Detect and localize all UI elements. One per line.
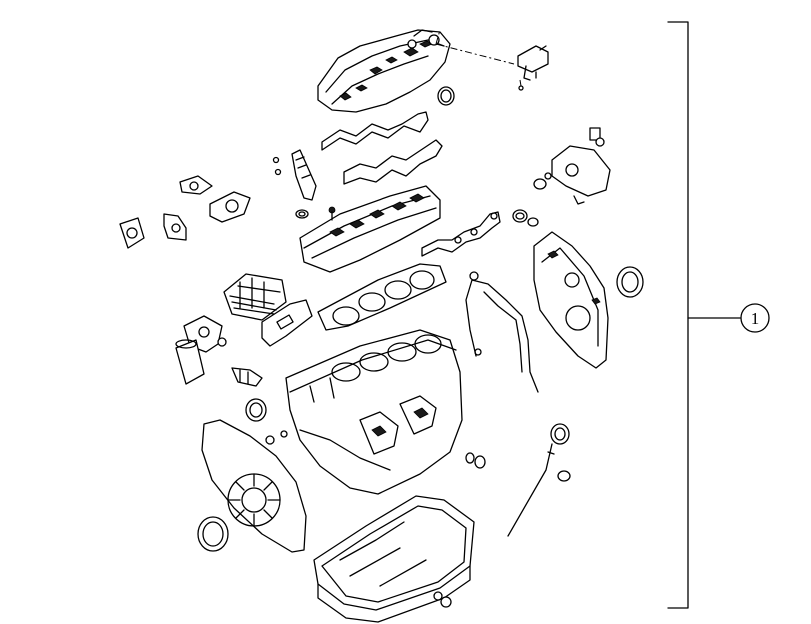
callout-number: 1 [751,309,760,328]
oil-pan [313,495,475,623]
crankshaft-rear-seal [197,516,229,552]
core-plug [245,398,267,422]
oil-pan-drain-plug [433,591,452,608]
turbo-gasket [119,217,145,249]
spark-plug-tube-gasket [343,139,443,185]
callout-circle [740,303,770,333]
egr-gasket [209,191,251,223]
cylinder-head-cover [317,29,451,113]
leader-line [435,29,522,87]
oil-filter [175,339,205,385]
camshaft-sensor [517,45,549,91]
thermostat-housing [533,127,611,205]
drain-plug [465,452,486,469]
oil-cooler-gasket [261,299,313,347]
crankshaft-front-seal [616,266,644,298]
kit-bracket [667,21,689,609]
fuel-injector [272,149,317,219]
timing-cover-gasket [465,279,539,393]
oil-cooler [223,273,287,321]
throttle-seal [512,209,539,227]
bolt [265,435,275,445]
flange-gasket [163,213,187,241]
exhaust-manifold-gasket [179,175,213,195]
valve-cover-gasket [321,111,429,151]
sensor-plug [231,367,263,387]
intake-manifold-gasket [421,211,501,257]
cylinder-head [299,185,441,273]
cylinder-head-gasket-upper [317,263,447,331]
timing-cover [533,231,609,369]
dipstick [507,423,571,537]
rear-cover-plate [201,419,307,553]
engine-block [285,329,463,495]
